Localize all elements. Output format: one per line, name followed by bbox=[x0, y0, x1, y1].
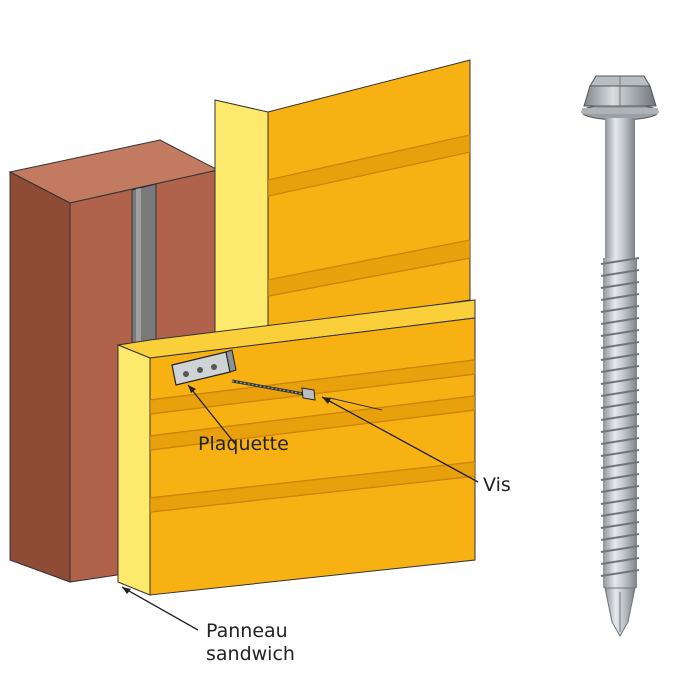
self-drilling-screw-icon bbox=[581, 75, 659, 638]
label-panneau-line1: Panneau bbox=[206, 620, 288, 642]
leader-panneau bbox=[121, 586, 199, 631]
leader-lines bbox=[121, 384, 479, 631]
lower-panel-face bbox=[149, 317, 476, 596]
label-panneau-sandwich: Panneau sandwich bbox=[206, 620, 295, 666]
label-plaquette: Plaquette bbox=[198, 433, 289, 455]
lower-panel bbox=[116, 299, 476, 596]
hex-head-screw-icon bbox=[583, 75, 657, 107]
pillar-front-face bbox=[9, 171, 71, 583]
upper-panel bbox=[214, 59, 471, 349]
leader-vis bbox=[321, 396, 479, 483]
lower-panel-edge bbox=[117, 344, 151, 596]
upper-panel-edge bbox=[214, 99, 269, 349]
steel-rail-highlight bbox=[136, 188, 141, 350]
steel-rail bbox=[131, 183, 157, 351]
label-vis: Vis bbox=[483, 474, 511, 496]
leader-plaquette bbox=[187, 384, 237, 446]
label-panneau-line2: sandwich bbox=[206, 643, 295, 665]
assembly-screw-icon bbox=[231, 379, 316, 401]
plaquette-bracket-icon bbox=[171, 349, 237, 386]
